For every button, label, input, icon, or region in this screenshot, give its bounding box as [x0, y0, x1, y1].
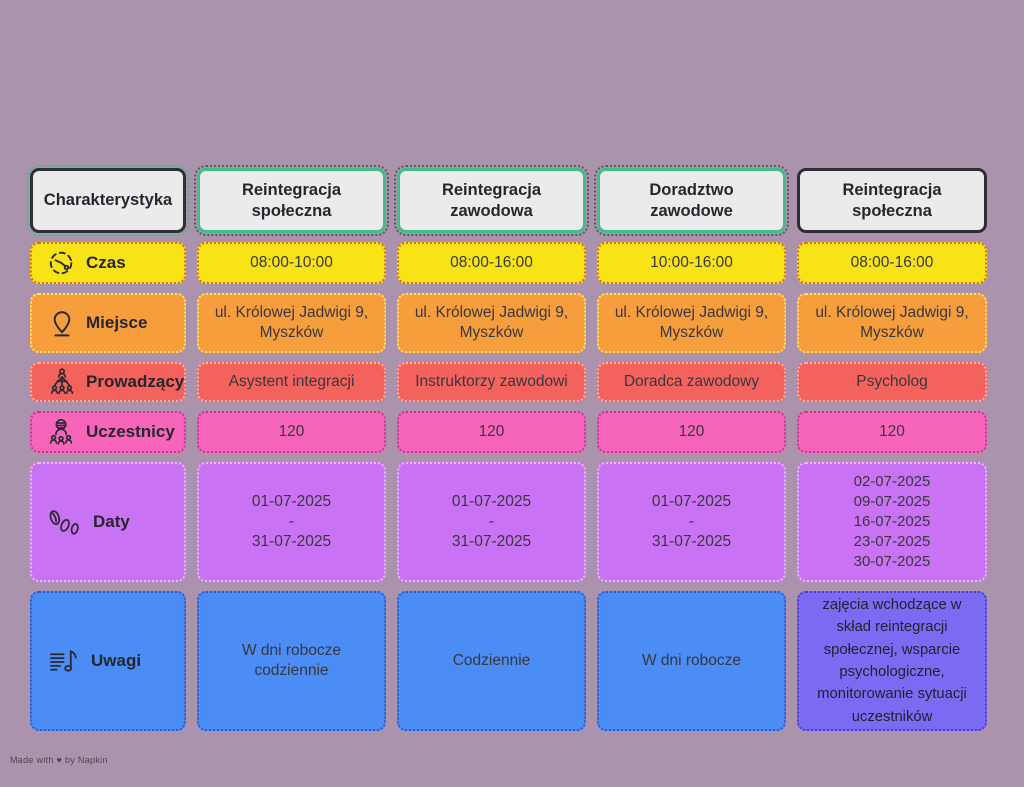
- cell-miejsce-col1: ul. Królowej Jadwigi 9, Myszków: [197, 293, 386, 353]
- clock-icon: [47, 248, 77, 278]
- row-label-uwagi: Uwagi: [30, 591, 186, 731]
- cell-daty-col1: 01-07-2025 - 31-07-2025: [197, 462, 386, 582]
- participants-icon: [47, 417, 77, 447]
- cell-miejsce-col4: ul. Królowej Jadwigi 9, Myszków: [797, 293, 987, 353]
- cell-uczestnicy-col2: 120: [397, 411, 586, 453]
- cell-prowadzacy-col1: Asystent integracji: [197, 362, 386, 402]
- napkin-watermark: Made with ♥ by Napkin: [10, 755, 108, 765]
- cell-prowadzacy-col3: Doradca zawodowy: [597, 362, 786, 402]
- cell-uczestnicy-col3: 120: [597, 411, 786, 453]
- music-note-icon: [47, 646, 82, 677]
- row-label-miejsce: Miejsce: [30, 293, 186, 353]
- cell-uwagi-col1: W dni robocze codziennie: [197, 591, 386, 731]
- cell-miejsce-col3: ul. Królowej Jadwigi 9, Myszków: [597, 293, 786, 353]
- header-cell-col4: Reintegracja społeczna: [797, 168, 987, 233]
- cell-czas-col2: 08:00-16:00: [397, 242, 586, 284]
- cell-uczestnicy-col1: 120: [197, 411, 386, 453]
- cell-czas-col1: 08:00-10:00: [197, 242, 386, 284]
- header-cell-col3: Doradztwo zawodowe: [594, 165, 789, 236]
- cell-czas-col3: 10:00-16:00: [597, 242, 786, 284]
- header-cell-col2: Reintegracja zawodowa: [394, 165, 589, 236]
- cell-daty-col3: 01-07-2025 - 31-07-2025: [597, 462, 786, 582]
- header-cell-charakterystyka: Charakterystyka: [27, 165, 189, 236]
- presenter-icon: [47, 367, 77, 397]
- cell-uczestnicy-col4: 120: [797, 411, 987, 453]
- row-label-czas: Czas: [30, 242, 186, 284]
- row-label-text: Daty: [93, 511, 130, 531]
- row-label-text: Uczestnicy: [86, 421, 175, 441]
- cell-prowadzacy-col2: Instruktorzy zawodowi: [397, 362, 586, 402]
- row-label-daty: Daty: [30, 462, 186, 582]
- cell-prowadzacy-col4: Psycholog: [797, 362, 987, 402]
- row-label-text: Miejsce: [86, 312, 148, 332]
- cell-uwagi-col3: W dni robocze: [597, 591, 786, 731]
- cell-daty-col4: 02-07-2025 09-07-2025 16-07-2025 23-07-2…: [797, 462, 987, 582]
- row-label-text: Czas: [86, 252, 126, 272]
- row-label-text: Prowadzący: [86, 371, 185, 391]
- location-pin-icon: [47, 308, 77, 338]
- cell-daty-col2: 01-07-2025 - 31-07-2025: [397, 462, 586, 582]
- cell-czas-col4: 08:00-16:00: [797, 242, 987, 284]
- cell-uwagi-col2: Codziennie: [397, 591, 586, 731]
- row-label-prowadzacy: Prowadzący: [30, 362, 186, 402]
- cell-uwagi-col4: zajęcia wchodzące w skład reintegracji s…: [797, 591, 987, 731]
- dates-icon: [47, 507, 84, 538]
- header-cell-col1: Reintegracja społeczna: [194, 165, 389, 236]
- row-label-uczestnicy: Uczestnicy: [30, 411, 186, 453]
- row-label-text: Uwagi: [91, 650, 142, 670]
- cell-miejsce-col2: ul. Królowej Jadwigi 9, Myszków: [397, 293, 586, 353]
